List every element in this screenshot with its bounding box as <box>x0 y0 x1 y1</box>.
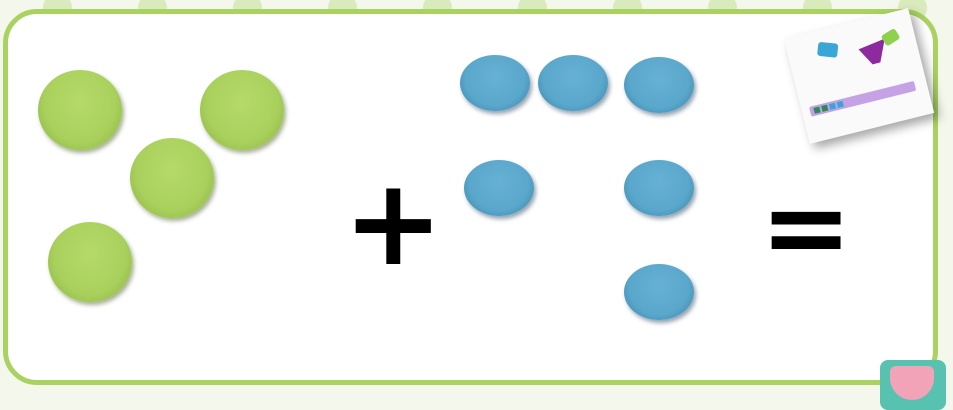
green-counter <box>38 70 122 150</box>
blue-counter <box>624 264 694 320</box>
green-counter <box>48 222 132 302</box>
plus-sign: + <box>343 164 444 284</box>
equals-sign: = <box>760 172 852 282</box>
blue-counter <box>624 57 694 113</box>
blue-counter <box>538 55 608 111</box>
blue-counter <box>460 55 530 111</box>
green-counter <box>200 70 284 150</box>
green-counter <box>130 138 214 218</box>
superman-shield-icon <box>880 360 946 410</box>
blue-counter <box>464 160 534 216</box>
shield-icon <box>890 366 934 400</box>
blue-counter <box>624 160 694 216</box>
